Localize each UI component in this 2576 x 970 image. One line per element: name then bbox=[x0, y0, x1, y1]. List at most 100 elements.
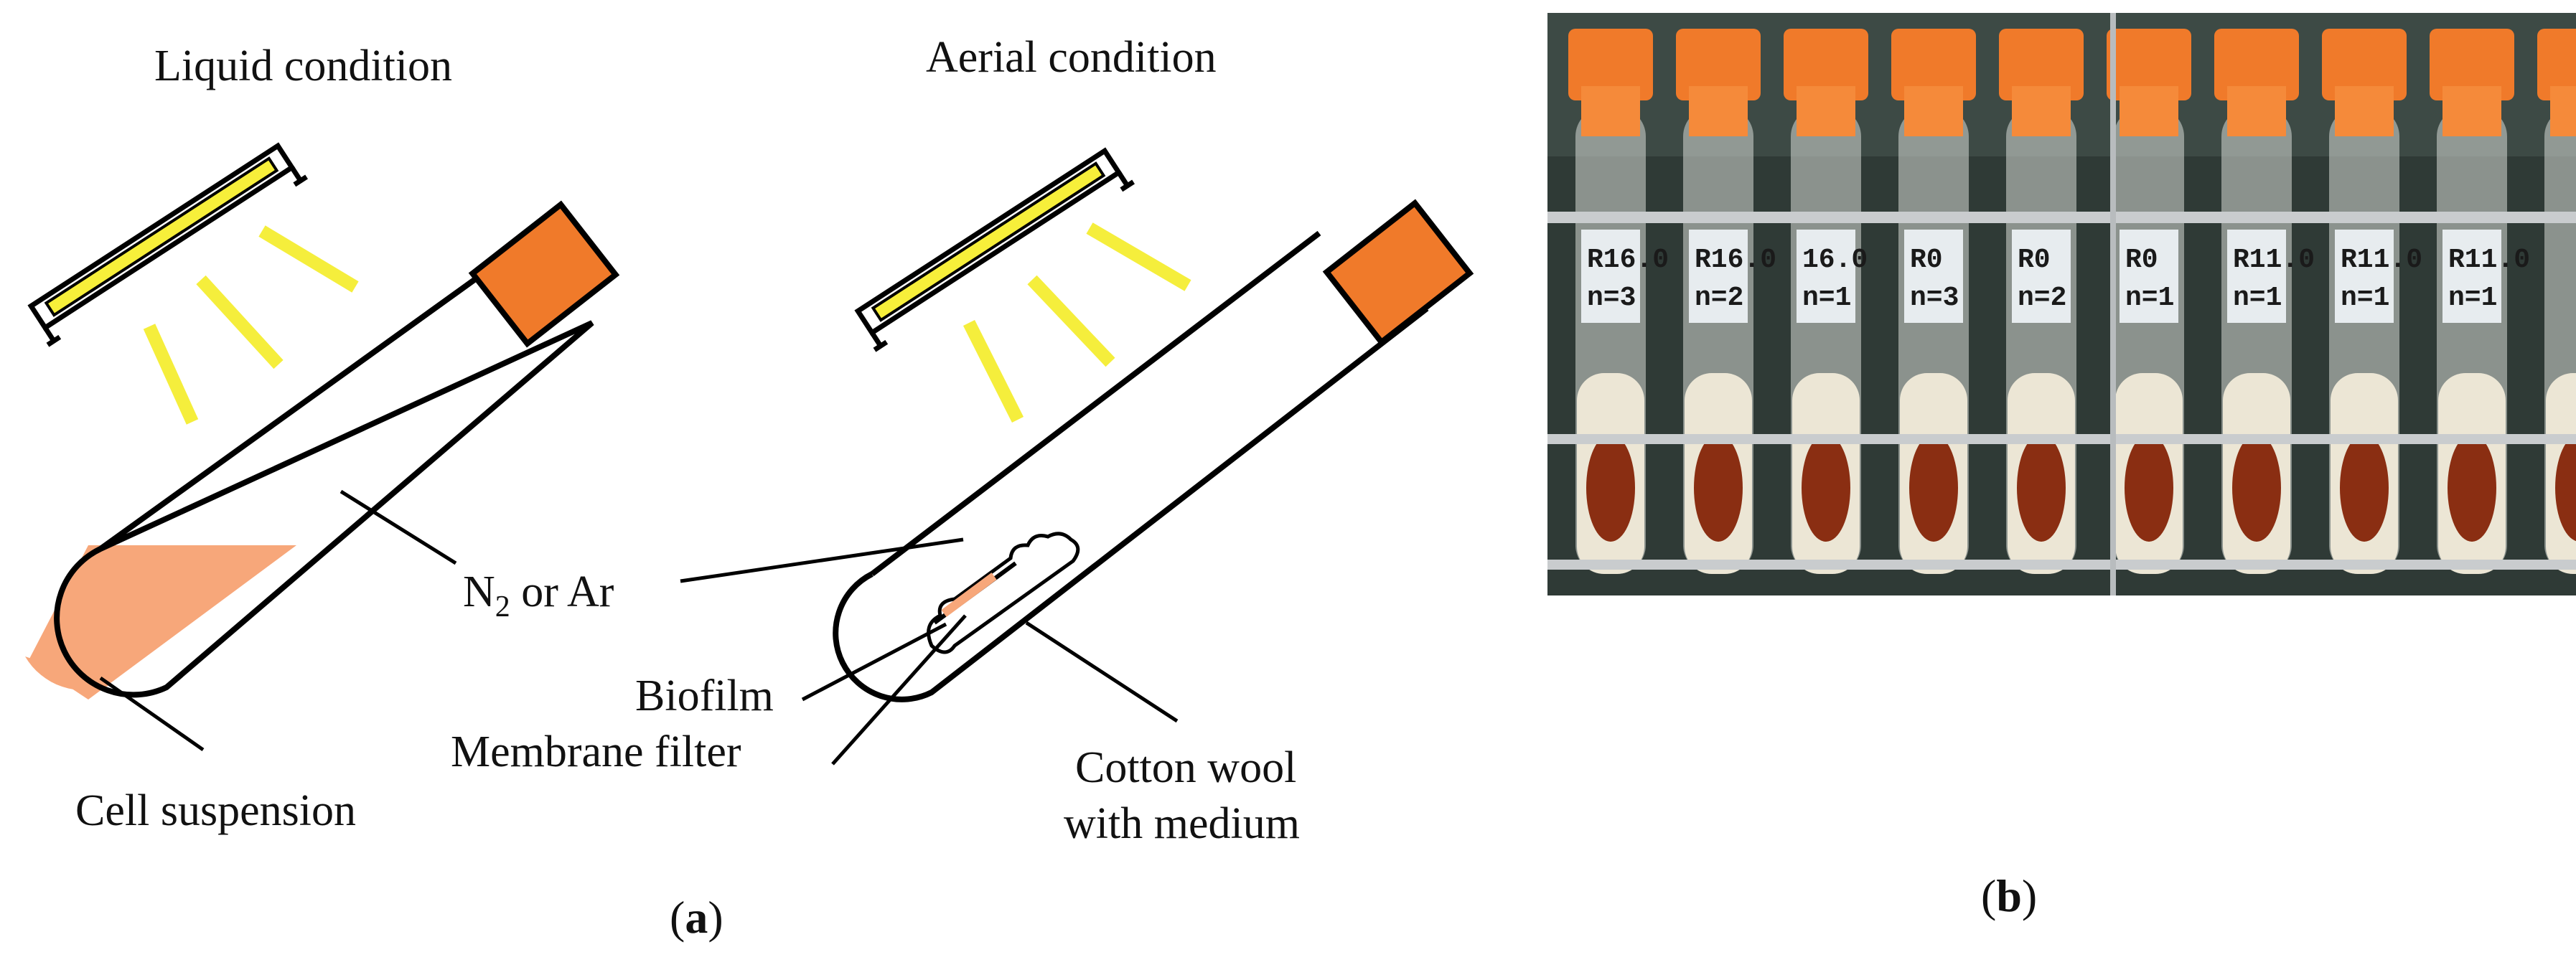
biofilm-label: Biofilm bbox=[635, 672, 774, 720]
biofilm-patch bbox=[2125, 434, 2173, 542]
tube-label-text: n=1 bbox=[2125, 283, 2174, 314]
tube-cap-neck bbox=[2335, 86, 2394, 136]
tube-label bbox=[2335, 230, 2394, 323]
annotations: N2 or Ar Cell suspension Biofilm Membran… bbox=[75, 489, 1300, 943]
gas-leader-right bbox=[680, 537, 964, 583]
aerial-condition-title: Aerial condition bbox=[926, 33, 1217, 82]
tube-label-text: n=2 bbox=[1695, 283, 1743, 314]
tube-label bbox=[1689, 230, 1748, 323]
biofilm-patch bbox=[2448, 434, 2496, 542]
tube-rack: R16.0n=3R16.0n=216.0n=1R0n=3R0n=2R0n=1R1… bbox=[1568, 29, 2576, 574]
tube-cap bbox=[468, 200, 620, 348]
biofilm-patch bbox=[1586, 434, 1635, 542]
tube-label bbox=[1904, 230, 1963, 323]
tube-cap bbox=[1322, 199, 1474, 347]
cell-suspension-label: Cell suspension bbox=[75, 786, 356, 835]
biofilm-patch bbox=[2017, 434, 2066, 542]
tube-cap bbox=[2322, 29, 2407, 100]
liquid-test-tube bbox=[25, 200, 620, 700]
culture-tube: R16.0 n=2 bbox=[1676, 29, 1776, 574]
biofilm bbox=[941, 573, 997, 617]
tube-label-text: R0 bbox=[1910, 245, 1943, 276]
culture-tubes-photo: R16.0n=3R16.0n=216.0n=1R0n=3R0n=2R0n=1R1… bbox=[1547, 13, 2576, 595]
cotton-wool-label-line2: with medium bbox=[1064, 799, 1300, 848]
culture-tube: R0n=3 bbox=[1891, 29, 1976, 574]
tube-cap-neck bbox=[1797, 86, 1855, 136]
tube-label-text: R11.0 bbox=[2448, 245, 2530, 276]
tube-cap bbox=[1676, 29, 1761, 100]
biofilm-patch bbox=[2232, 434, 2281, 542]
light-rays-icon bbox=[143, 225, 359, 425]
lamp-icon bbox=[27, 142, 309, 347]
biofilm-patch bbox=[1909, 434, 1958, 542]
tube-cap-neck bbox=[1689, 86, 1748, 136]
tube-label-text: n=1 bbox=[2341, 283, 2389, 314]
cell-suspension-fill bbox=[29, 545, 296, 700]
culture-tube: R0n=2 bbox=[1999, 29, 2084, 574]
tube-label bbox=[2012, 230, 2071, 323]
tube-label-text: 16.0 bbox=[1802, 245, 1868, 276]
tube-cap bbox=[1568, 29, 1653, 100]
tube-cap bbox=[1999, 29, 2084, 100]
tube-label-text: n=1 bbox=[2233, 283, 2282, 314]
rack-rail-middle bbox=[1547, 434, 2576, 444]
tube-label-text: n=2 bbox=[2018, 283, 2066, 314]
biofilm-patch bbox=[2340, 434, 2389, 542]
tube-outline bbox=[833, 230, 1429, 702]
membrane-filter-label: Membrane filter bbox=[451, 728, 741, 776]
cotton-wool-label-line1: Cotton wool bbox=[1075, 743, 1296, 792]
tube-label bbox=[1581, 230, 1640, 323]
gas-leader-left bbox=[339, 489, 457, 565]
biofilm-patch bbox=[1802, 434, 1850, 542]
culture-tube: R0n=1 bbox=[2107, 29, 2191, 574]
tube-label-text: n=3 bbox=[1910, 283, 1959, 314]
tube-cap bbox=[1784, 29, 1868, 100]
culture-tube: R11.0 n=1 bbox=[2430, 29, 2530, 574]
tube-cap-neck bbox=[1581, 86, 1640, 136]
cotton-wool bbox=[927, 532, 1080, 654]
tube-label-text: R0 bbox=[2018, 245, 2051, 276]
tube-cap-neck bbox=[2442, 86, 2501, 136]
tube-label-text: n=1 bbox=[2448, 283, 2497, 314]
tube-label-text: R0 bbox=[2125, 245, 2158, 276]
tube-cap-neck bbox=[2227, 86, 2286, 136]
biofilm-leader bbox=[801, 622, 947, 702]
biofilm-patch bbox=[1694, 434, 1743, 542]
rack-rail-top bbox=[1547, 212, 2576, 223]
tube-cap-neck bbox=[2120, 86, 2178, 136]
panel-label-b: (b) bbox=[1981, 870, 2037, 921]
lamp-icon bbox=[854, 147, 1135, 352]
liquid-condition-diagram: Liquid condition bbox=[25, 42, 620, 700]
tube-label-text: n=3 bbox=[1587, 283, 1636, 314]
tube-cap bbox=[2537, 29, 2576, 100]
tube-cap-neck bbox=[1904, 86, 1963, 136]
aerial-condition-diagram: Aerial condition bbox=[833, 33, 1474, 702]
tube-cap bbox=[2430, 29, 2514, 100]
culture-tube: 16.0n=1 bbox=[1784, 29, 1868, 574]
membrane-filter-leader bbox=[831, 614, 967, 766]
tube-label-text: R11.0 bbox=[2341, 245, 2422, 276]
light-rays-icon bbox=[963, 222, 1191, 423]
tube-outline bbox=[54, 271, 594, 698]
liquid-condition-title: Liquid condition bbox=[154, 42, 452, 90]
tube-label bbox=[2120, 230, 2178, 323]
tube-label-text: R16.0 bbox=[1695, 245, 1776, 276]
tube-cap bbox=[1891, 29, 1976, 100]
tube-label bbox=[1797, 230, 1855, 323]
culture-tube: R16.0 n=3 bbox=[1568, 29, 1669, 574]
aerial-test-tube bbox=[833, 199, 1474, 702]
tube-cap-neck bbox=[2012, 86, 2071, 136]
rack-divider bbox=[2110, 13, 2116, 595]
tube-label-text: R16.0 bbox=[1587, 245, 1669, 276]
tube-cap bbox=[2107, 29, 2191, 100]
panel-label-a: (a) bbox=[670, 892, 723, 943]
biofilm-patch bbox=[2555, 434, 2576, 542]
tube-label bbox=[2442, 230, 2501, 323]
culture-tube: R11.0 n=1 bbox=[2322, 29, 2422, 574]
tube-label bbox=[2227, 230, 2286, 323]
cell-suspension-leader bbox=[99, 676, 205, 752]
tube-cap bbox=[2214, 29, 2299, 100]
gas-label: N2 or Ar bbox=[463, 568, 614, 623]
tube-cap-neck bbox=[2550, 86, 2576, 136]
